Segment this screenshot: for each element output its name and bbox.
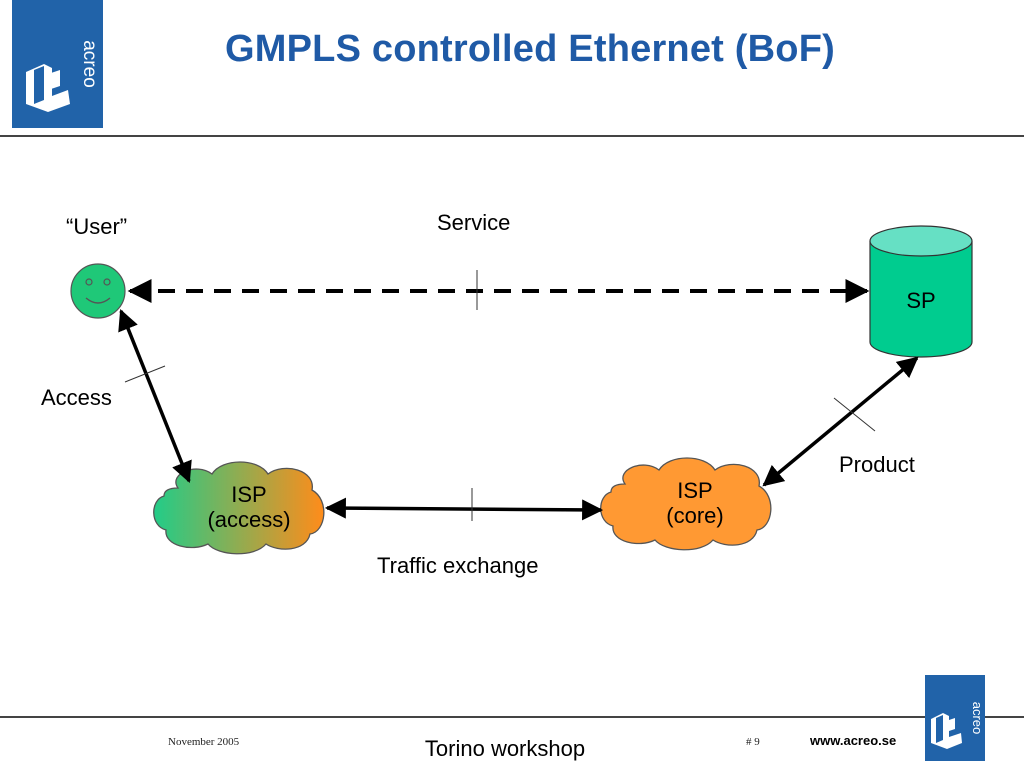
product-label: Product [839,452,915,477]
footer-event: Torino workshop [424,736,586,761]
isp-access-cloud [153,461,325,555]
svg-text:acreo: acreo [970,702,985,735]
svg-text:acreo: acreo [79,40,100,88]
footer-url: www.acreo.se [810,733,897,748]
sp-label: SP [906,288,936,313]
traffic-exchange-arrow [324,497,604,521]
isp-access-title: ISP [231,482,267,507]
product-arrow [762,356,919,487]
sp-database-icon [869,225,973,358]
acreo-logo: acreo [12,0,103,128]
access-label: Access [41,385,112,410]
header-divider [0,135,1024,137]
access-tick [124,365,166,383]
footer-date: November 2005 [168,736,240,748]
product-tick [833,397,876,432]
isp-core-title: ISP [677,478,713,503]
user-label: “User” [66,214,128,239]
traffic-exchange-label: Traffic exchange [377,553,539,578]
isp-access-label: ISP (access) [189,482,309,533]
user-icon [70,263,126,319]
isp-access-subtitle: (access) [207,507,291,533]
page-number: # 9 [746,736,760,748]
service-label: Service [437,210,511,235]
acreo-logo-footer: acreo [925,675,985,761]
footer-divider [0,716,1024,718]
access-arrow [118,309,192,483]
isp-core-label: ISP (core) [635,478,755,529]
slide-title: GMPLS controlled Ethernet (BoF) [225,28,835,70]
isp-core-subtitle: (core) [666,503,724,529]
